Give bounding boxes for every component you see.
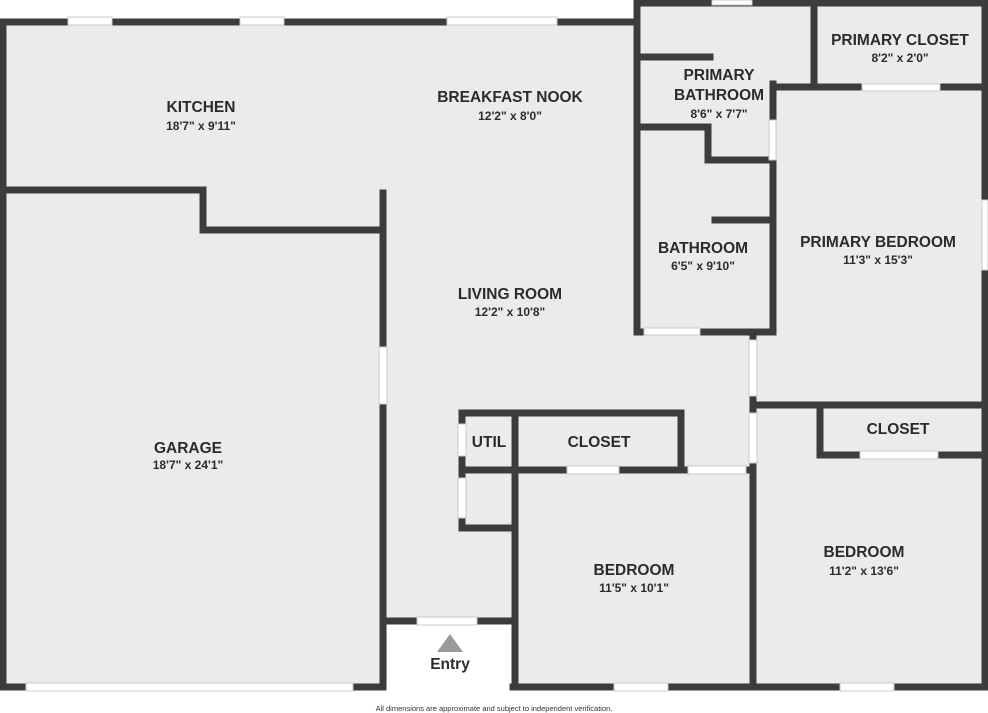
bedroom-1-name: BEDROOM: [594, 562, 675, 579]
primary-bedroom-dim: 11'3" x 15'3": [843, 253, 913, 267]
primary-bathroom-name-2: BATHROOM: [674, 87, 764, 104]
opening-bath-bottom: [643, 327, 701, 336]
living-room-name: LIVING ROOM: [458, 286, 562, 303]
util-name: UTIL: [472, 434, 506, 451]
floor-main: [3, 22, 637, 685]
window-bed1-bottom: [613, 682, 669, 692]
opening-closet-hall: [566, 465, 620, 475]
bedroom-2-dim: 11'2" x 13'6": [829, 564, 899, 578]
garage-name: GARAGE: [154, 440, 222, 457]
kitchen-name: KITCHEN: [167, 99, 236, 116]
window-garage-bottom: [25, 682, 354, 692]
openings: [25, 0, 988, 692]
window-bed2-bottom: [839, 682, 895, 692]
wall-primary-bath-bottom: [633, 123, 777, 164]
breakfast-nook-name: BREAKFAST NOOK: [437, 89, 583, 106]
window-kitchen-1: [67, 16, 113, 26]
opening-closet2: [859, 450, 939, 460]
disclaimer: All dimensions are approximate and subje…: [375, 704, 613, 713]
primary-bedroom-name: PRIMARY BEDROOM: [800, 234, 956, 251]
closet-bedroom2-name: CLOSET: [867, 421, 930, 438]
window-nook: [446, 16, 558, 26]
entry-label: Entry: [430, 656, 470, 673]
opening-garage-side: [378, 346, 388, 405]
bedroom-2-name: BEDROOM: [824, 544, 905, 561]
opening-bed1-door: [687, 465, 747, 475]
primary-closet-name: PRIMARY CLOSET: [831, 32, 969, 49]
floor-right: [637, 3, 988, 685]
primary-bathroom-dim: 8'6" x 7'7": [690, 107, 747, 121]
window-kitchen-2: [239, 16, 285, 26]
room-labels: KITCHEN 18'7" x 9'11" BREAKFAST NOOK 12'…: [153, 32, 970, 673]
opening-util-door: [457, 423, 467, 457]
opening-primary-bed-door: [748, 339, 758, 397]
garage-dim: 18'7" x 24'1": [153, 458, 223, 472]
bathroom-dim: 6'5" x 9'10": [671, 259, 735, 273]
opening-closet: [861, 83, 941, 92]
bathroom-name: BATHROOM: [658, 240, 748, 257]
bedroom-1-dim: 11'5" x 10'1": [599, 581, 669, 595]
entry-arrow-icon: [437, 634, 463, 652]
closet-hall-name: CLOSET: [568, 434, 631, 451]
door-entry: [416, 616, 478, 626]
floor-fill: [3, 3, 988, 685]
window-primary-bath-top: [711, 0, 753, 6]
living-room-dim: 12'2" x 10'8": [475, 305, 545, 319]
breakfast-nook-dim: 12'2" x 8'0": [478, 109, 542, 123]
primary-bathroom-name-1: PRIMARY: [684, 67, 756, 84]
opening-primary-bath-side: [768, 119, 777, 161]
opening-util-lower: [457, 477, 467, 519]
window-primary-bed: [981, 199, 988, 271]
primary-closet-dim: 8'2" x 2'0": [871, 51, 928, 65]
opening-bed2-door: [748, 412, 758, 464]
wall-garage-top: [0, 186, 387, 234]
kitchen-dim: 18'7" x 9'11": [166, 119, 236, 133]
